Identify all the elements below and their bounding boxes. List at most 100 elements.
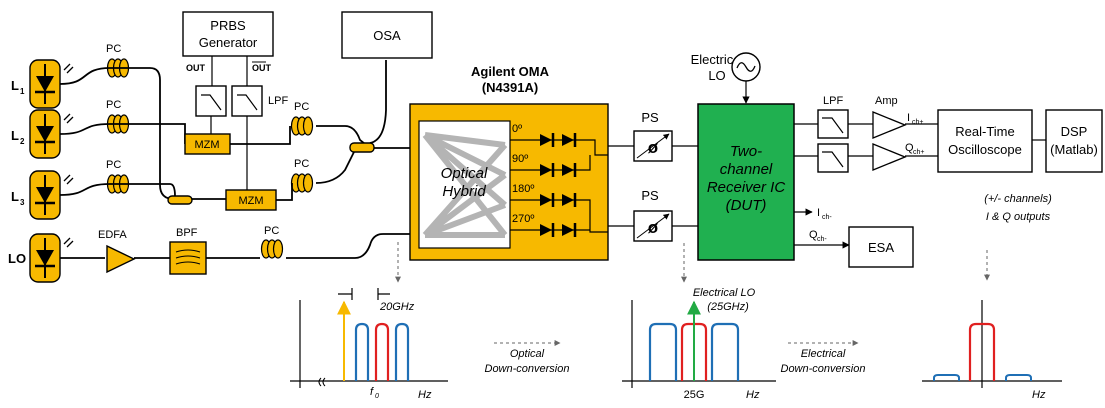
- prbs-line2: Generator: [199, 35, 258, 50]
- laser-l2: L 2: [11, 108, 75, 160]
- qch-plus-sub: ch+: [913, 149, 924, 156]
- rx-line1: Two-: [730, 143, 762, 160]
- spec2-xunit: Hz: [746, 389, 760, 401]
- osa-box: [341, 11, 433, 59]
- phase-0: 0º: [512, 123, 522, 135]
- ps-label-1: PS: [641, 110, 659, 125]
- lpf-3: [817, 109, 849, 139]
- elo-label-2: LO: [708, 68, 725, 83]
- oscilloscope: [937, 109, 1033, 173]
- conv1-line2: Down-conversion: [485, 363, 570, 375]
- scope-line1: Real-Time: [955, 124, 1014, 139]
- pc-4: PC: [290, 101, 314, 136]
- output-wires: [794, 123, 938, 157]
- amp-1: [872, 111, 907, 139]
- pc-5-label: PC: [294, 158, 309, 170]
- pc-3: PC: [106, 159, 130, 194]
- fiber-l2: [59, 123, 186, 144]
- bpf-label: BPF: [176, 227, 198, 239]
- pc-3-label: PC: [106, 159, 121, 171]
- prbs-line1: PRBS: [210, 18, 246, 33]
- qch-plus-label: Q: [905, 142, 914, 154]
- ich-plus-label: I: [907, 112, 910, 124]
- fiber-to-osa: [369, 60, 387, 144]
- ps1-symbol: ø: [648, 138, 659, 157]
- laser-l3-label: L: [11, 189, 19, 204]
- phase-270: 270º: [512, 213, 534, 225]
- rx-line4: (DUT): [726, 197, 767, 214]
- dsp-line2: (Matlab): [1050, 142, 1098, 157]
- note-line2: I & Q outputs: [986, 211, 1051, 223]
- laser-l3-sub: 3: [20, 198, 25, 207]
- spec1-xunit: Hz: [418, 389, 432, 401]
- laser-lo-label: LO: [8, 251, 26, 266]
- mzm-1: [184, 133, 231, 155]
- ich-minus-label: I: [817, 207, 820, 219]
- amp-label: Amp: [875, 95, 898, 107]
- pc-1-label: PC: [106, 43, 121, 55]
- ps-label-2: PS: [641, 188, 659, 203]
- prbs-generator: [182, 11, 274, 57]
- mzm-2-label: MZM: [238, 195, 263, 207]
- pc-6: PC: [260, 225, 284, 259]
- qch-minus-label: Q: [809, 229, 818, 241]
- oma-title-1: Agilent OMA: [471, 64, 550, 79]
- coupler-2: [349, 142, 375, 153]
- edfa-label: EDFA: [98, 229, 127, 241]
- note-line1: (+/- channels): [984, 193, 1052, 205]
- mzm-2: [225, 189, 277, 211]
- conv2-line1: Electrical: [801, 348, 846, 360]
- fiber-lo: [60, 233, 410, 259]
- spec1-spacing: 20GHz: [379, 301, 415, 313]
- esa-box: [848, 226, 914, 268]
- spectrum-3: Hz: [922, 300, 1062, 401]
- rx-line2: channel: [720, 161, 773, 178]
- lpf2-label: LPF: [823, 95, 843, 107]
- mzm-1-label: MZM: [194, 139, 219, 151]
- conv1-line1: Optical: [510, 348, 545, 360]
- coupler-1: [167, 195, 193, 205]
- pc-6-label: PC: [264, 225, 279, 237]
- laser-l3: L 3: [11, 169, 75, 221]
- laser-l1: L 1: [11, 58, 75, 110]
- prbs-wires: [211, 56, 248, 86]
- elo-label-1: Electrical: [691, 52, 744, 67]
- spec3-xunit: Hz: [1032, 389, 1046, 401]
- fiber-combiner: [344, 125, 410, 149]
- pc-2-label: PC: [106, 99, 121, 111]
- prbs-out: OUT: [186, 63, 206, 73]
- ps2-symbol: ø: [648, 218, 659, 237]
- pc-5: PC: [290, 158, 314, 193]
- laser-lo: LO: [8, 232, 75, 284]
- hybrid-label-2: Hybrid: [442, 183, 486, 200]
- bpf-box: [169, 241, 207, 275]
- photodiodes: 0º 90º 180º 270º: [510, 123, 608, 239]
- lpf-1: [195, 85, 227, 117]
- fiber-l1: [59, 67, 200, 200]
- ich-minus-sub: ch-: [822, 214, 832, 221]
- lpf-wires: [210, 116, 248, 190]
- spec1-f0: f: [370, 386, 374, 398]
- oma-title-2: (N4391A): [482, 80, 538, 95]
- hybrid-lines: [422, 132, 508, 238]
- hybrid-label-1: Optical: [441, 165, 488, 182]
- lpf-label: LPF: [268, 95, 288, 107]
- lpf-2: [231, 85, 263, 117]
- dsp-line1: DSP: [1061, 124, 1088, 139]
- spec2-elo1: Electrical LO: [693, 287, 756, 299]
- laser-l2-sub: 2: [20, 137, 25, 146]
- phase-90: 90º: [512, 153, 528, 165]
- spec1-f0-sub: 0: [375, 393, 379, 400]
- laser-l2-label: L: [11, 128, 19, 143]
- pc-2: PC: [106, 99, 130, 134]
- pc-1: PC: [106, 43, 130, 78]
- lpf-4: [817, 143, 849, 173]
- rx-line3: Receiver IC: [707, 179, 786, 196]
- prbs-out-bar: OUT: [252, 63, 272, 73]
- laser-l1-sub: 1: [20, 87, 25, 96]
- pc-4-label: PC: [294, 101, 309, 113]
- spec2-tick: 25G: [684, 389, 705, 401]
- laser-l1-label: L: [11, 78, 19, 93]
